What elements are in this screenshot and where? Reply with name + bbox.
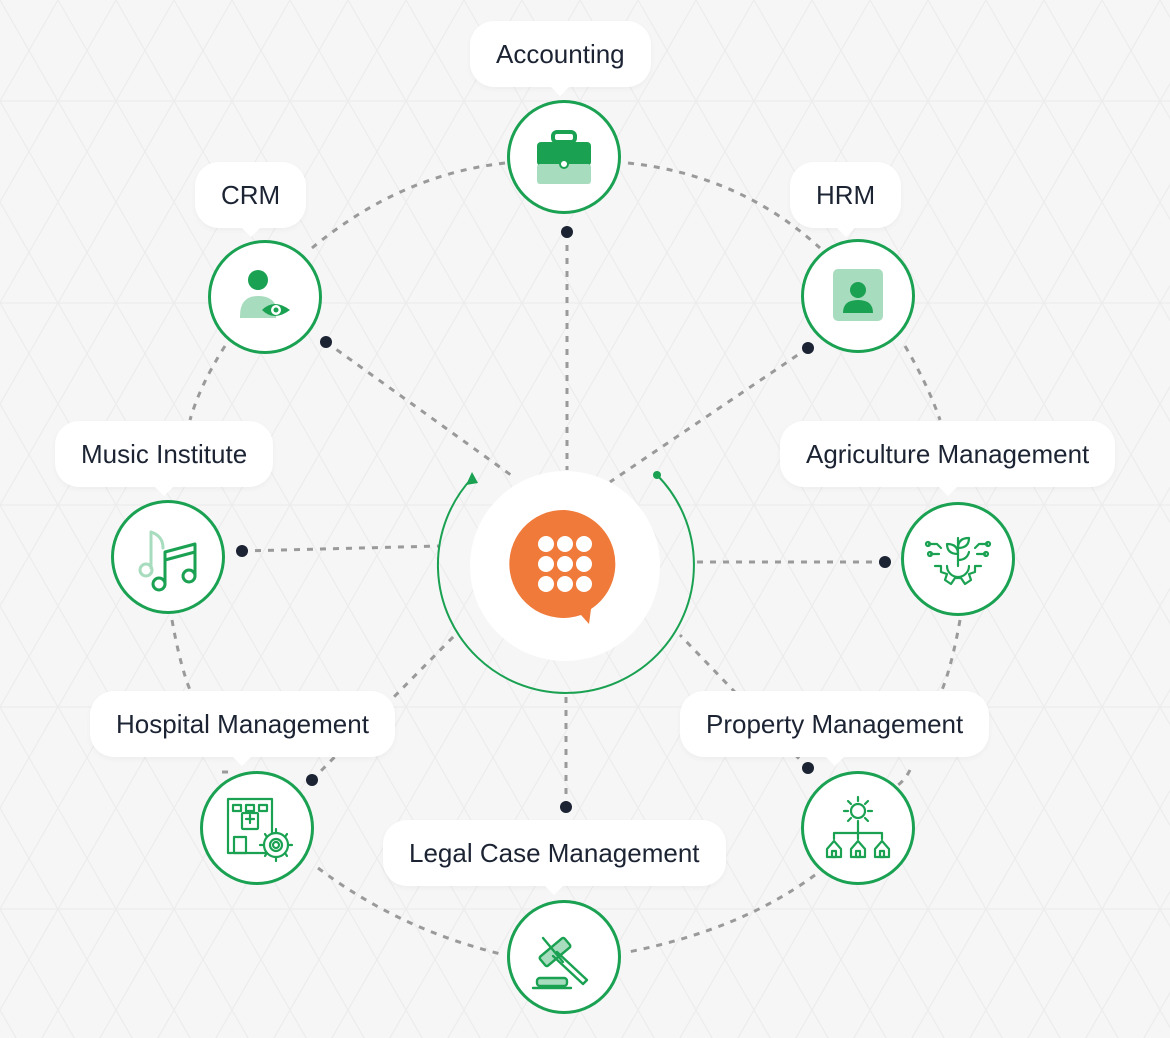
plant-gear-icon — [924, 536, 992, 586]
spoke-hospital — [310, 633, 457, 782]
hub-progress-ring — [436, 474, 695, 694]
briefcase-icon — [537, 130, 591, 184]
ring-arc — [170, 619, 192, 691]
node-agriculture-management[interactable] — [901, 502, 1015, 616]
label-crm: CRM — [195, 162, 307, 237]
hub-center[interactable] — [470, 471, 660, 661]
node-property-management[interactable] — [801, 771, 915, 885]
dot — [320, 336, 332, 348]
node-music-institute[interactable] — [111, 500, 225, 614]
label-hrm: HRM — [790, 162, 902, 237]
label-hospital-management: Hospital Management — [90, 691, 395, 766]
spoke-hrm — [609, 346, 809, 484]
dot — [561, 226, 573, 238]
dot — [879, 556, 891, 568]
hub-ring-endpoint — [653, 471, 661, 479]
label-music-institute: Music Institute — [55, 421, 274, 496]
music-notes-icon — [138, 530, 197, 592]
dot — [802, 342, 814, 354]
node-hospital-management[interactable] — [200, 771, 314, 885]
label-agriculture-management: Agriculture Management — [780, 421, 1116, 496]
node-crm[interactable] — [208, 240, 322, 354]
dot — [560, 801, 572, 813]
ring-arc — [188, 345, 227, 421]
ring-arc — [897, 769, 912, 787]
node-legal-case-management[interactable] — [507, 900, 621, 1014]
label-property-management: Property Management — [680, 691, 990, 766]
ring-arc — [311, 161, 506, 250]
label-legal-case-management: Legal Case Management — [383, 820, 726, 895]
hub-ring-arrowhead — [466, 472, 478, 485]
outer-ring — [170, 161, 962, 957]
gear-houses-icon — [825, 795, 891, 859]
chat-bubble-dots-logo — [509, 509, 616, 624]
id-badge-icon — [833, 269, 883, 321]
spoke-crm — [325, 340, 516, 480]
spoke-dots — [236, 226, 891, 813]
ring-arc — [627, 873, 816, 954]
dot — [306, 774, 318, 786]
hospital-gear-icon — [226, 797, 294, 863]
dot — [802, 762, 814, 774]
ring-arc — [903, 345, 942, 421]
gavel-icon — [531, 936, 589, 990]
label-accounting: Accounting — [470, 21, 651, 96]
dot — [236, 545, 248, 557]
ring-arc — [940, 619, 962, 691]
user-eye-icon — [240, 270, 290, 318]
node-hrm[interactable] — [801, 239, 915, 353]
spoke-music — [241, 544, 441, 553]
node-accounting[interactable] — [507, 100, 621, 214]
ring-arc — [627, 161, 822, 250]
